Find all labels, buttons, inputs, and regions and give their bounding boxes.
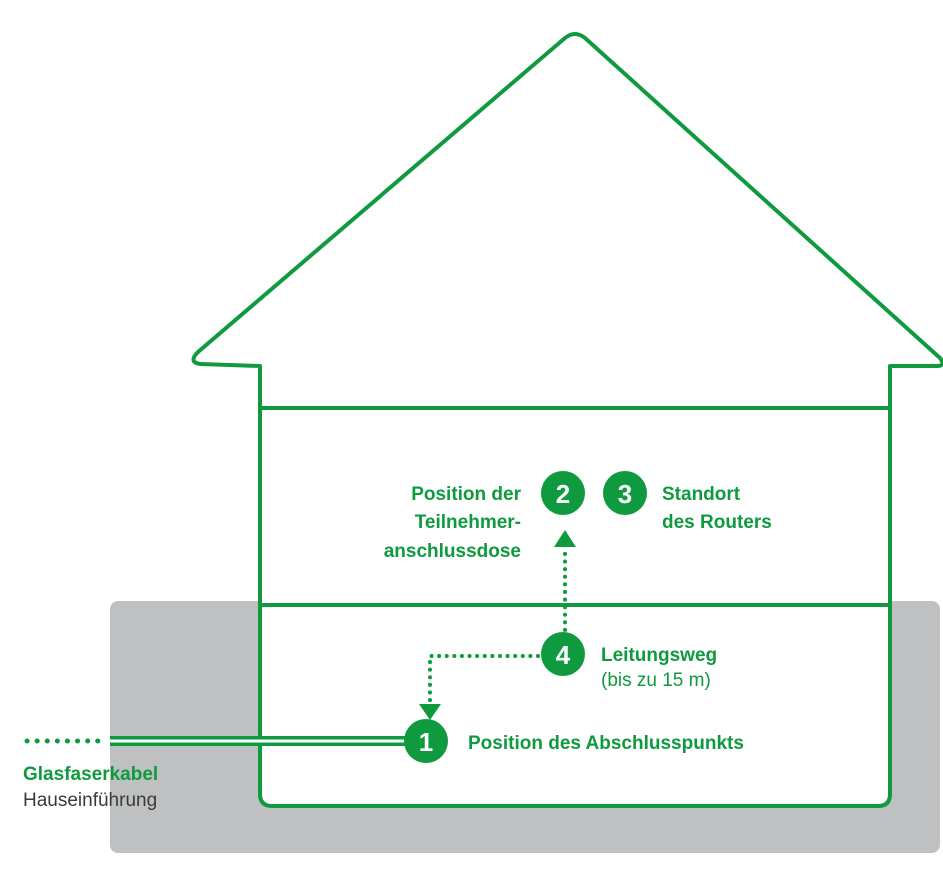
label-teilnehmeranschlussdose: Position der Teilnehmer- anschlussdose xyxy=(384,484,522,562)
marker-2: 2 xyxy=(541,471,585,515)
label-leitungsweg: Leitungsweg (bis zu 15 m) xyxy=(601,645,717,691)
label-router-line-1: Standort xyxy=(662,484,741,505)
label-abschlusspunkt: Position des Abschlusspunkts xyxy=(468,733,744,754)
marker-4: 4 xyxy=(541,632,585,676)
marker-3-number: 3 xyxy=(618,479,632,509)
marker-4-number: 4 xyxy=(556,640,571,670)
label-kabel-sub: Hauseinführung xyxy=(23,790,157,811)
label-teilnehmer-line-3: anschlussdose xyxy=(384,541,521,562)
label-kabel-title: Glasfaserkabel xyxy=(23,764,158,785)
label-leitungsweg-sub: (bis zu 15 m) xyxy=(601,670,711,691)
label-router: Standort des Routers xyxy=(662,484,772,533)
marker-3: 3 xyxy=(603,471,647,515)
cable-route-up-arrowhead xyxy=(554,530,576,547)
label-leitungsweg-title: Leitungsweg xyxy=(601,645,717,666)
marker-1: 1 xyxy=(404,719,448,763)
label-glasfaserkabel: Glasfaserkabel Hauseinführung xyxy=(23,764,158,811)
marker-1-number: 1 xyxy=(419,727,433,757)
label-router-line-2: des Routers xyxy=(662,512,772,533)
house-outline xyxy=(191,32,943,808)
cable-route-down-arrowhead xyxy=(419,704,441,720)
house-interior xyxy=(260,366,890,806)
cable-route-down xyxy=(428,654,540,706)
label-teilnehmer-line-1: Position der xyxy=(411,484,521,505)
label-teilnehmer-line-2: Teilnehmer- xyxy=(415,512,521,533)
marker-2-number: 2 xyxy=(556,479,570,509)
